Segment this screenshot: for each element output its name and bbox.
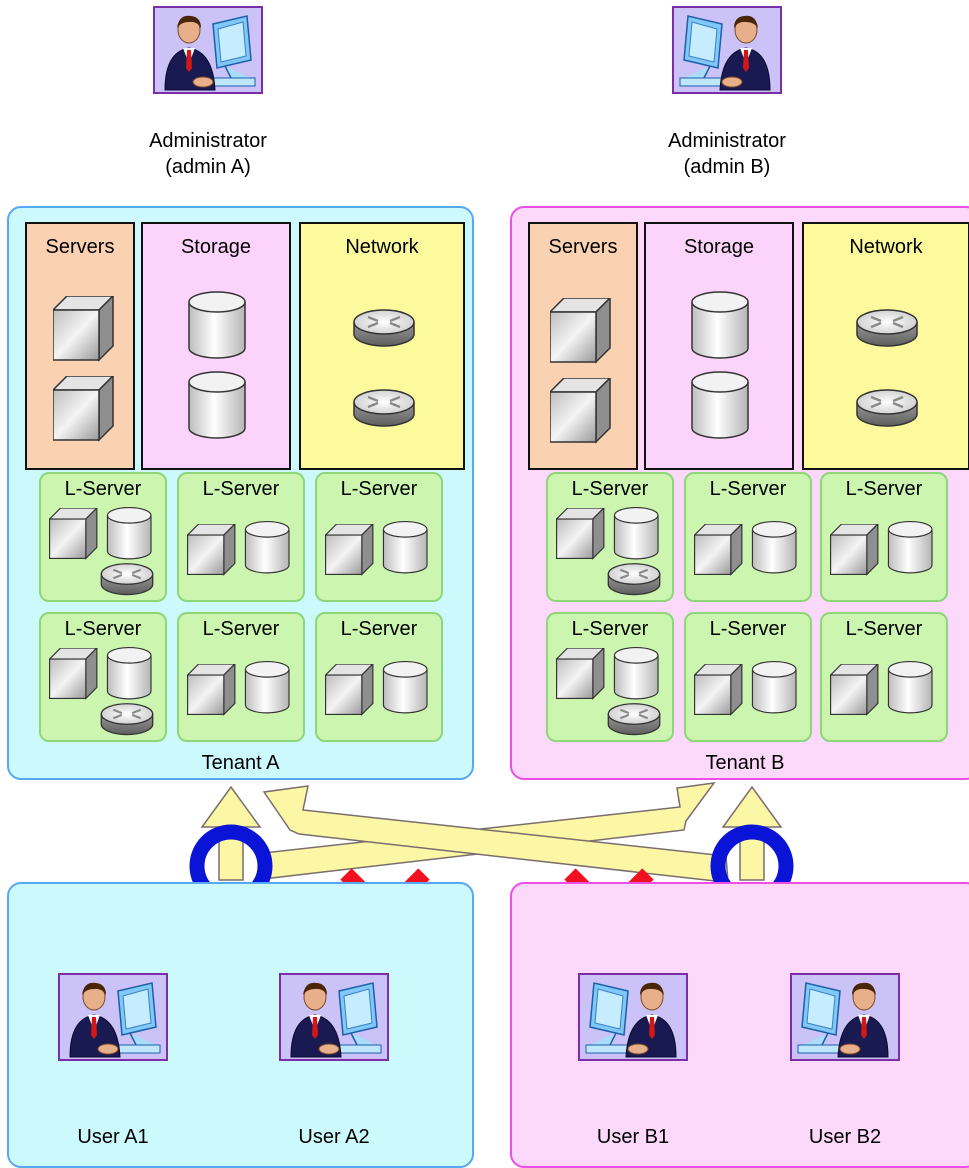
user-a1-label: User A1 xyxy=(77,1126,149,1148)
router-icon xyxy=(855,308,919,348)
router-icon xyxy=(855,388,919,428)
storage-icon xyxy=(613,646,659,700)
storage-icon xyxy=(691,291,749,359)
user-a2-icon xyxy=(279,973,389,1061)
server-icon xyxy=(830,524,879,576)
administrator-a-label: Administrator (admin A) xyxy=(149,130,267,178)
storage-icon xyxy=(887,520,933,574)
administrator-b-icon xyxy=(672,6,782,94)
l-server-b1: L-Server xyxy=(546,472,674,602)
network-box: Network xyxy=(802,222,969,470)
user-a1-icon xyxy=(58,973,168,1061)
user-a2-label: User A2 xyxy=(298,1126,370,1148)
user-b1-icon xyxy=(578,973,688,1061)
server-icon xyxy=(187,524,236,576)
l-server-a5: L-Server xyxy=(177,612,305,742)
server-icon xyxy=(556,508,605,560)
server-icon xyxy=(550,378,611,443)
server-icon xyxy=(49,508,98,560)
storage-icon xyxy=(613,506,659,560)
tenant-a: Servers Storage Network L-Server L-Serve… xyxy=(7,206,474,780)
l-server-a2: L-Server xyxy=(177,472,305,602)
tenant-b-label: Tenant B xyxy=(705,752,785,774)
server-icon xyxy=(694,524,743,576)
server-icon xyxy=(53,296,114,361)
storage-icon xyxy=(887,660,933,714)
servers-box: Servers xyxy=(25,222,135,470)
server-icon xyxy=(325,524,374,576)
storage-icon xyxy=(244,660,290,714)
l-server-a3: L-Server xyxy=(315,472,443,602)
storage-icon xyxy=(382,660,428,714)
l-server-b3: L-Server xyxy=(820,472,948,602)
user-b1-label: User B1 xyxy=(596,1126,670,1148)
server-icon xyxy=(325,664,374,716)
server-icon xyxy=(53,376,114,441)
cross-arrow-b-to-a xyxy=(262,785,729,883)
storage-icon xyxy=(751,660,797,714)
router-icon xyxy=(352,308,416,348)
router-icon xyxy=(100,562,154,596)
l-server-a6: L-Server xyxy=(315,612,443,742)
administrator-a-icon xyxy=(153,6,263,94)
user-b2-icon xyxy=(790,973,900,1061)
tenant-a-label: Tenant A xyxy=(201,752,280,774)
tenant-b: Servers Storage Network L-Server L-Serve… xyxy=(510,206,969,780)
server-icon xyxy=(556,648,605,700)
user-b2-label: User B2 xyxy=(808,1126,882,1148)
server-icon xyxy=(49,648,98,700)
server-icon xyxy=(550,298,611,363)
l-server-b6: L-Server xyxy=(820,612,948,742)
storage-icon xyxy=(106,506,152,560)
storage-icon xyxy=(382,520,428,574)
storage-box: Storage xyxy=(644,222,794,470)
router-icon xyxy=(352,388,416,428)
server-icon xyxy=(187,664,236,716)
router-icon xyxy=(607,562,661,596)
server-icon xyxy=(830,664,879,716)
router-icon xyxy=(100,702,154,736)
l-server-a4: L-Server xyxy=(39,612,167,742)
servers-box: Servers xyxy=(528,222,638,470)
network-box: Network xyxy=(299,222,465,470)
l-server-b2: L-Server xyxy=(684,472,812,602)
l-server-a1: L-Server xyxy=(39,472,167,602)
storage-icon xyxy=(106,646,152,700)
administrator-b-label: Administrator (admin B) xyxy=(668,130,786,178)
server-icon xyxy=(694,664,743,716)
storage-icon xyxy=(244,520,290,574)
storage-icon xyxy=(188,371,246,439)
storage-icon xyxy=(751,520,797,574)
l-server-b5: L-Server xyxy=(684,612,812,742)
storage-icon xyxy=(188,291,246,359)
storage-icon xyxy=(691,371,749,439)
router-icon xyxy=(607,702,661,736)
l-server-b4: L-Server xyxy=(546,612,674,742)
storage-box: Storage xyxy=(141,222,291,470)
